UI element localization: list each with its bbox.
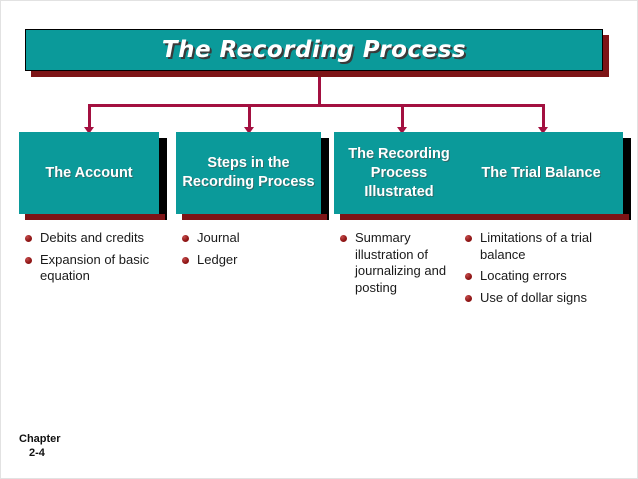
bullet-dot-icon [465, 294, 472, 302]
column-header-box-wrap-1: The Account [19, 132, 167, 220]
list-item: Limitations of a trial balance [463, 230, 627, 263]
connector-drop-3 [401, 104, 404, 129]
list-item-label: Debits and credits [40, 230, 145, 245]
bullet-dot-icon [340, 235, 347, 242]
list-item: Use of dollar signs [463, 290, 627, 307]
list-item-label: Expansion of basic equation [40, 251, 150, 284]
bullet-dot-icon [182, 235, 189, 242]
bullet-list-4: Limitations of a trial balance Locating … [463, 230, 627, 311]
bullet-dot-icon [465, 273, 472, 280]
box-shadow-right-2 [321, 138, 329, 220]
bullet-list-1: Debits and credits Expansion of basic eq… [23, 230, 163, 290]
box-shadow-bottom-4 [465, 214, 629, 220]
column-heading-4: The Trial Balance [481, 164, 601, 181]
column-header-box-wrap-4: The Trial Balance [459, 132, 631, 220]
footer-slide-number: 2-4 [29, 447, 45, 459]
bullet-dot-icon [465, 235, 472, 242]
box-shadow-right-1 [159, 138, 167, 220]
list-item: Locating errors [463, 268, 627, 285]
connector-drop-4 [542, 104, 545, 129]
list-item-label: Limitations of a trial balance [480, 230, 592, 262]
column-header-box-wrap-3: The Recording Process Illustrated [334, 132, 472, 220]
list-item: Debits and credits [23, 230, 163, 247]
box-shadow-bottom-3 [340, 214, 470, 220]
list-item-label: Use of dollar signs [480, 289, 587, 305]
column-header-box-1[interactable]: The Account [19, 132, 159, 214]
connector-vertical-trunk [318, 77, 321, 104]
column-header-box-4[interactable]: The Trial Balance [459, 132, 623, 214]
list-item: Journal [180, 230, 325, 247]
bullet-list-2: Journal Ledger [180, 230, 325, 273]
arrow-down-icon-4 [538, 127, 548, 134]
arrow-down-icon-3 [397, 127, 407, 134]
list-item-label: Summary illustration of journalizing and… [355, 230, 447, 295]
list-item-label: Journal [197, 230, 240, 245]
column-heading-2: Steps in the Recording Process [182, 155, 315, 190]
list-item-label: Ledger [197, 251, 238, 267]
list-item-label: Locating errors [480, 268, 567, 283]
bullet-dot-icon [25, 235, 32, 242]
arrow-down-icon-1 [84, 127, 94, 134]
column-the-trial-balance: The Trial Balance Limitations of a trial… [459, 132, 631, 305]
column-heading-3: The Recording Process Illustrated [348, 145, 450, 200]
footer-chapter: Chapter 2-4 [19, 432, 61, 460]
column-the-recording-process-illustrated: The Recording Process Illustrated Summar… [334, 132, 472, 295]
footer-label: Chapter [19, 433, 61, 445]
connector-horizontal-bus [88, 104, 545, 107]
column-heading-1: The Account [45, 164, 133, 181]
arrow-down-icon-2 [244, 127, 254, 134]
column-header-box-wrap-2: Steps in the Recording Process [176, 132, 329, 220]
connector-drop-2 [248, 104, 251, 129]
list-item: Expansion of basic equation [23, 252, 163, 285]
column-header-box-2[interactable]: Steps in the Recording Process [176, 132, 321, 214]
box-shadow-right-4 [623, 138, 631, 220]
page-title: The Recording Process [161, 37, 467, 63]
bullet-dot-icon [25, 256, 32, 264]
column-steps-in-the-recording-process: Steps in the Recording Process Journal L… [176, 132, 329, 267]
bullet-list-3: Summary illustration of journalizing and… [338, 230, 468, 301]
column-header-box-3[interactable]: The Recording Process Illustrated [334, 132, 464, 214]
list-item: Summary illustration of journalizing and… [338, 230, 468, 296]
box-shadow-bottom-2 [182, 214, 327, 220]
connector-drop-1 [88, 104, 91, 129]
column-the-account: The Account Debits and credits Expansion… [19, 132, 167, 283]
title-banner: The Recording Process [25, 29, 603, 71]
list-item: Ledger [180, 252, 325, 269]
bullet-dot-icon [182, 256, 189, 264]
box-shadow-bottom-1 [25, 214, 165, 220]
